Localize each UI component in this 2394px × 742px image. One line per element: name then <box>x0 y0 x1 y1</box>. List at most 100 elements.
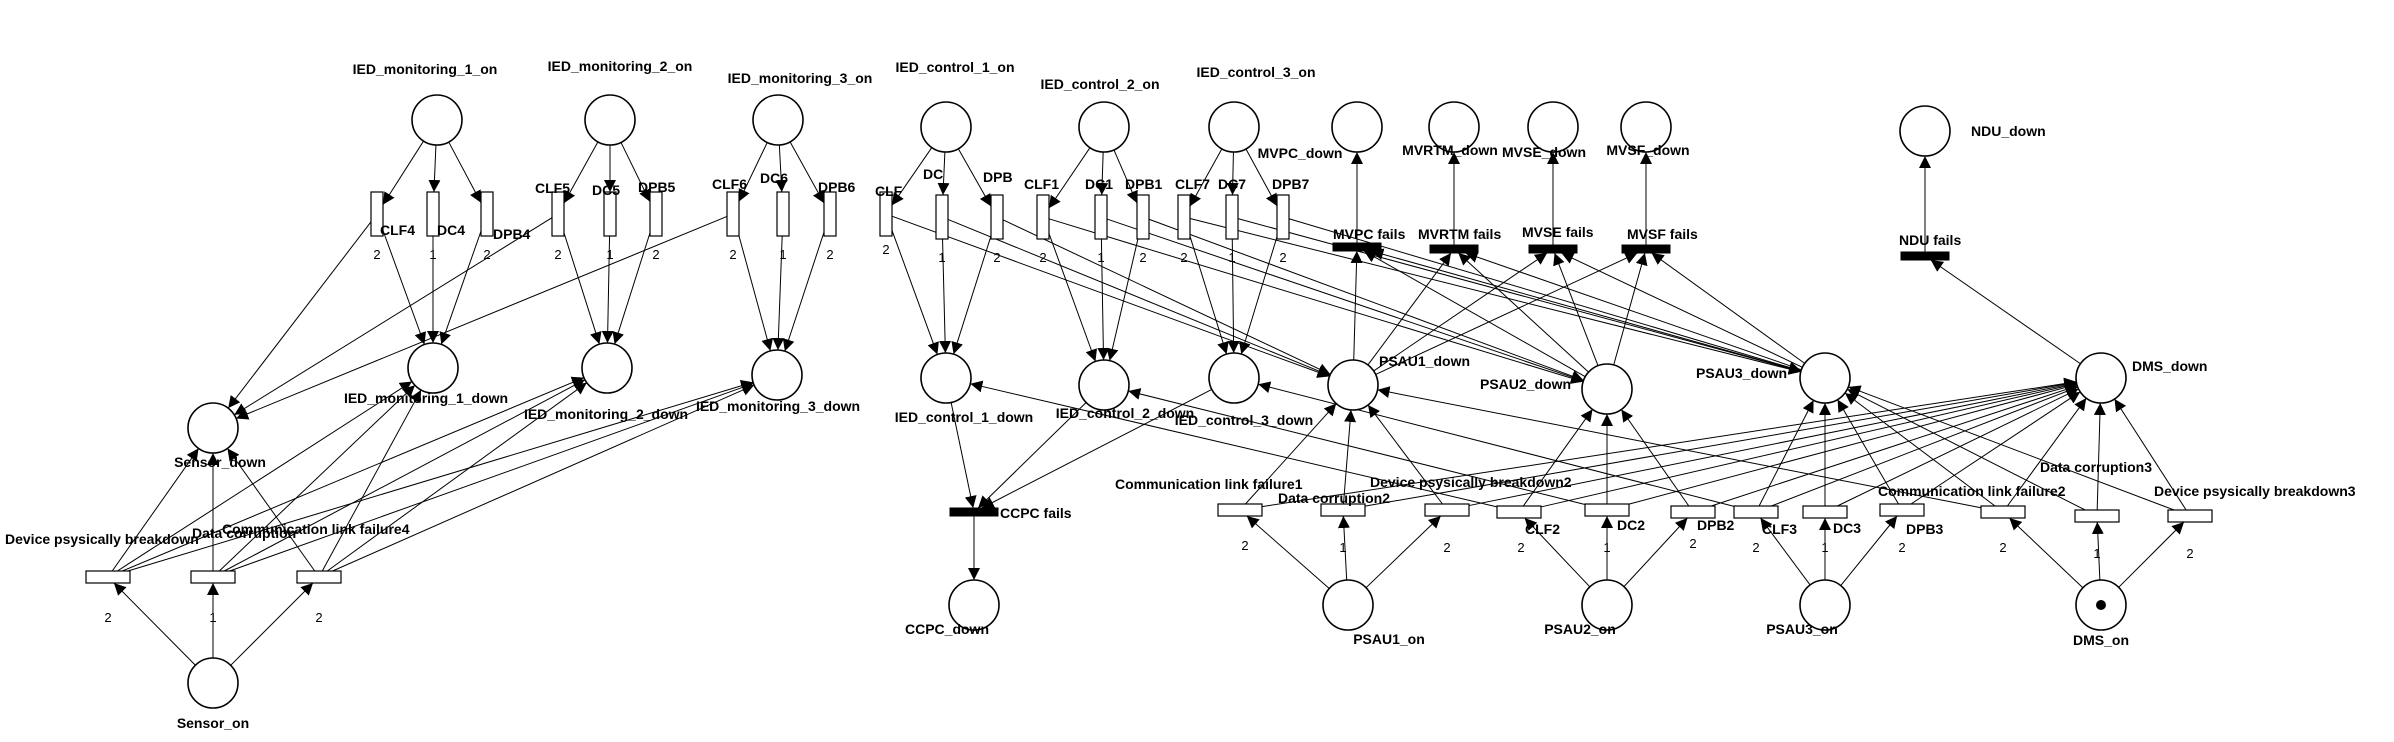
transition-DPB5[interactable] <box>649 191 663 237</box>
arc-CLF7-to-c3dn <box>1189 236 1229 355</box>
arc-DC2-to-dmsdn <box>1628 381 2077 505</box>
transition-DPB1[interactable] <box>1136 194 1150 240</box>
transition-label-DC5: DC5 <box>592 182 620 198</box>
token-dmson <box>2096 600 2106 610</box>
transition-sDP[interactable] <box>85 570 131 584</box>
place-ccpc[interactable] <box>948 579 1000 631</box>
arc-DPB2-to-p2dn <box>1620 409 1690 507</box>
arc-m3on-to-DC6 <box>775 144 788 193</box>
transition-label-CLF1b: Communication link failure1 <box>1115 476 1303 492</box>
transition-DC3b[interactable] <box>2074 509 2120 523</box>
place-p3dn[interactable] <box>1799 352 1851 404</box>
transition-DC7[interactable] <box>1225 194 1239 240</box>
transition-CL2b[interactable] <box>1980 505 2026 519</box>
place-c2on[interactable] <box>1078 101 1130 153</box>
transition-DPB4[interactable] <box>480 191 494 237</box>
place-c1on[interactable] <box>920 101 972 153</box>
arc-DC2b-to-dmsdn <box>1364 378 2077 507</box>
place-label-c1dn: IED_control_1_down <box>895 409 1033 425</box>
place-m2on[interactable] <box>584 94 636 146</box>
transition-label-DC: DC <box>923 166 943 182</box>
weight-label-sCL: 2 <box>315 610 322 625</box>
transition-DP3b[interactable] <box>2167 509 2213 523</box>
arc-m2on-to-CLF5 <box>563 141 599 204</box>
transition-DPB7[interactable] <box>1276 194 1290 240</box>
transition-CLF7[interactable] <box>1177 194 1191 240</box>
place-c3on[interactable] <box>1208 101 1260 153</box>
arc-c1on-to-DPB <box>957 148 992 207</box>
immediate-transition-mvsef[interactable] <box>1528 244 1578 254</box>
place-p2on[interactable] <box>1581 579 1633 631</box>
place-c3dn[interactable] <box>1208 352 1260 404</box>
place-mvrtm[interactable] <box>1428 101 1480 153</box>
immediate-transition-mvpcf[interactable] <box>1332 242 1382 252</box>
place-p1on[interactable] <box>1322 579 1374 631</box>
transition-CLF[interactable] <box>879 191 893 237</box>
arc-CLF1b-to-p1dn <box>1245 403 1337 505</box>
transition-DC[interactable] <box>935 194 949 240</box>
arc-DP2b-to-dmsdn <box>1468 379 2077 507</box>
transition-CLF1b[interactable] <box>1217 503 1263 517</box>
place-m3dn[interactable] <box>751 349 803 401</box>
transition-DC4[interactable] <box>426 191 440 237</box>
place-p3on[interactable] <box>1799 579 1851 631</box>
place-m1on[interactable] <box>411 94 463 146</box>
transition-DC2[interactable] <box>1584 503 1630 517</box>
transition-DC6[interactable] <box>776 191 790 237</box>
place-c1dn[interactable] <box>920 352 972 404</box>
weight-label-DC2: 1 <box>1603 540 1610 555</box>
transition-DC2b[interactable] <box>1320 503 1366 517</box>
place-m2dn[interactable] <box>581 342 633 394</box>
arc-p2dn-to-mvrtmf <box>1458 252 1589 373</box>
transition-sDC[interactable] <box>190 570 236 584</box>
place-c2dn[interactable] <box>1078 359 1130 411</box>
place-s_dn[interactable] <box>187 402 239 454</box>
transition-CLF5[interactable] <box>551 191 565 237</box>
place-mvse[interactable] <box>1527 101 1579 153</box>
place-label-c3dn: IED_control_3_down <box>1175 412 1313 428</box>
transition-label-sDC: Data corruption <box>192 525 296 541</box>
transition-DC1[interactable] <box>1094 194 1108 240</box>
arc-DPB1-to-p2dn <box>1148 218 1584 382</box>
transition-CLF6[interactable] <box>726 191 740 237</box>
place-mvpc[interactable] <box>1331 101 1383 153</box>
transition-DPB2[interactable] <box>1670 505 1716 519</box>
transition-CLF1[interactable] <box>1036 194 1050 240</box>
place-label-p2on: PSAU2_on <box>1544 621 1616 637</box>
place-label-m3dn: IED_monitoring_3_down <box>696 398 860 414</box>
transition-DPB6[interactable] <box>823 191 837 237</box>
arc-sCL-to-m3dn <box>332 384 755 572</box>
transition-DC5[interactable] <box>603 191 617 237</box>
immediate-transition-ccpcf[interactable] <box>949 507 999 517</box>
transition-DP2b[interactable] <box>1424 503 1470 517</box>
transition-CLF4[interactable] <box>370 191 384 237</box>
place-p1dn[interactable] <box>1327 359 1379 411</box>
transition-sCL[interactable] <box>296 570 342 584</box>
arc-dmsdn-to-nduf <box>1930 259 2081 365</box>
weight-label-DPB3: 2 <box>1898 540 1905 555</box>
immediate-transition-nduf[interactable] <box>1900 251 1950 261</box>
place-s_on[interactable] <box>187 657 239 709</box>
place-mvsf[interactable] <box>1620 101 1672 153</box>
arc-s_on-to-sDP <box>113 582 196 666</box>
place-label-s_on: Sensor_on <box>177 715 249 731</box>
place-m3on[interactable] <box>752 94 804 146</box>
arc-CLF-to-p1dn <box>891 215 1330 378</box>
immediate-transition-mvsff[interactable] <box>1621 244 1671 254</box>
place-dmsdn[interactable] <box>2075 352 2127 404</box>
transition-CLF3[interactable] <box>1733 505 1779 519</box>
transition-DC3[interactable] <box>1802 505 1848 519</box>
transition-DPB[interactable] <box>990 194 1004 240</box>
weight-label-DPB2: 2 <box>1689 536 1696 551</box>
weight-label-DPB6: 2 <box>826 247 833 262</box>
transition-label-sCL: Communication link failure4 <box>222 521 410 537</box>
transition-label-DPB1: DPB1 <box>1125 176 1163 192</box>
transition-CLF2[interactable] <box>1496 505 1542 519</box>
arc-CLF2-to-c1dn <box>970 380 1498 508</box>
immediate-transition-mvrtmf[interactable] <box>1429 244 1479 254</box>
place-ndu[interactable] <box>1899 105 1951 157</box>
place-p2dn[interactable] <box>1581 363 1633 415</box>
transition-label-DC7: DC7 <box>1218 176 1246 192</box>
place-m1dn[interactable] <box>407 342 459 394</box>
transition-DPB3[interactable] <box>1879 503 1925 517</box>
